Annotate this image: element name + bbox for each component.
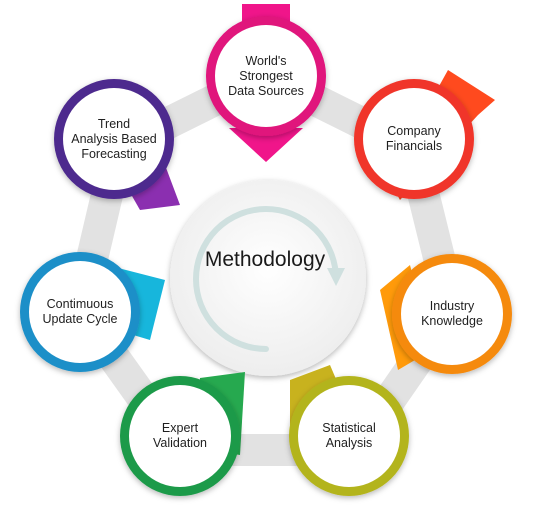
stage-label-line: Company [387, 124, 441, 138]
center-title: Methodology [204, 248, 326, 271]
stage-label-line: Industry [429, 299, 475, 313]
stage-disc-statistical [298, 385, 400, 487]
stage-node-industry [380, 254, 512, 374]
stage-disc-trend [63, 88, 165, 190]
stage-label-line: World's [245, 53, 287, 68]
stage-disc-financials [363, 88, 465, 190]
stage-label-line: Expert [161, 421, 199, 435]
stage-label-line: Trend [97, 116, 131, 131]
stage-label-line: Analysis Based [71, 131, 157, 146]
stage-label-line: Validation [153, 436, 207, 450]
cycle-arrow-head [327, 268, 345, 286]
stage-disc-expert [129, 385, 231, 487]
cycle-arrow-icon [193, 206, 339, 352]
stage-label-line: Strongest [239, 68, 293, 83]
stage-node-sources [206, 4, 326, 162]
stage-label-line: Financials [385, 139, 443, 153]
stage-label-line: Data Sources [228, 83, 304, 98]
stage-node-trend [54, 79, 180, 210]
stage-label-line: Update Cycle [42, 312, 118, 326]
stage-node-expert [120, 372, 245, 496]
stage-label-line: Knowledge [421, 314, 483, 328]
stage-label-line: Statistical [322, 421, 376, 435]
stage-disc-industry [401, 263, 503, 365]
stage-node-update [20, 252, 165, 372]
stage-disc-update [29, 261, 131, 363]
stage-node-statistical [289, 365, 409, 496]
stage-label-line: Contimuous [46, 297, 114, 311]
stage-node-financials [354, 70, 495, 200]
stage-disc-sources [215, 25, 317, 127]
stage-label-line: Forecasting [81, 146, 147, 161]
center-hub [170, 180, 366, 376]
stage-nodes [20, 4, 512, 496]
stage-label-line: Analysis [325, 436, 373, 450]
